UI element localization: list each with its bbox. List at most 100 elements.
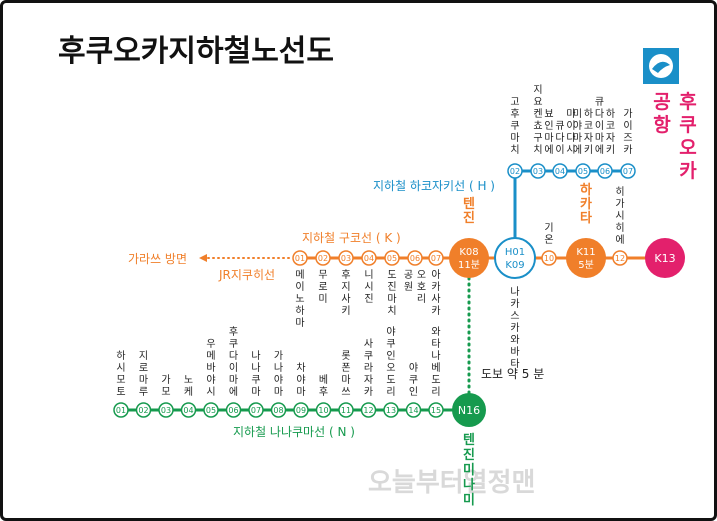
hakozaki-station-03[interactable]: 03 bbox=[530, 163, 546, 179]
nanakuma-station-14[interactable]: 14 bbox=[405, 402, 422, 418]
hakozaki-line-label: 지하철 하코자키선 ( H ) bbox=[373, 179, 495, 193]
station-code: 08 bbox=[273, 406, 283, 415]
airport-station[interactable]: K13 bbox=[645, 238, 685, 278]
karatsu-direction-label: 가라쓰 방면 bbox=[128, 252, 187, 266]
nanakuma-station-13[interactable]: 13 bbox=[383, 402, 399, 418]
station-code: 10 bbox=[544, 254, 554, 263]
nanakuma-station-12[interactable]: 12 bbox=[360, 402, 377, 418]
nanakuma-station-03[interactable]: 03 bbox=[158, 402, 174, 418]
watermark: 오늘부터열정맨 bbox=[368, 468, 535, 498]
nanakuma-station-01[interactable]: 01 bbox=[113, 402, 129, 418]
station-code: 11 bbox=[341, 406, 351, 415]
tenjin-minami-station[interactable]: N16 bbox=[452, 393, 486, 427]
hakata-code: K11 bbox=[576, 247, 595, 258]
station-code: 05 bbox=[206, 406, 216, 415]
station-code: 04 bbox=[364, 254, 374, 263]
tenjin-station[interactable]: K08 11분 bbox=[449, 238, 489, 278]
station-code: 05 bbox=[578, 167, 588, 176]
station-code: 01 bbox=[295, 254, 305, 263]
airport-logo bbox=[643, 48, 679, 84]
page-title: 후쿠오카지하철노선도 bbox=[58, 34, 334, 69]
hakata-time: 5분 bbox=[578, 259, 594, 271]
station-code: 07 bbox=[623, 167, 633, 176]
kuko-station-04[interactable]: 04 bbox=[361, 250, 377, 266]
hakozaki-station-05[interactable]: 05 bbox=[575, 163, 591, 179]
nanakuma-station-11[interactable]: 11 bbox=[338, 402, 354, 418]
station-code: 07 bbox=[251, 406, 261, 415]
nakasu-code-h: H01 bbox=[505, 247, 525, 258]
kuko-station-02[interactable]: 02 bbox=[315, 250, 331, 266]
station-code: 09 bbox=[296, 406, 306, 415]
hakozaki-station-06[interactable]: 06 bbox=[597, 163, 613, 179]
kuko-station-06[interactable]: 06 bbox=[407, 250, 423, 266]
station-code: 02 bbox=[138, 406, 148, 415]
station-code: 14 bbox=[408, 406, 418, 415]
station-code: 03 bbox=[341, 254, 351, 263]
nanakuma-station-09[interactable]: 09 bbox=[293, 402, 309, 418]
nanakuma-station-07[interactable]: 07 bbox=[248, 402, 264, 418]
station-code: 03 bbox=[161, 406, 171, 415]
nakasu-station[interactable]: H01 K09 bbox=[494, 237, 536, 279]
hakata-station[interactable]: K11 5분 bbox=[566, 238, 606, 278]
kuko-line-label: 지하철 구코선 ( K ) bbox=[302, 231, 401, 245]
station-code: 10 bbox=[318, 406, 328, 415]
hakozaki-station-02[interactable]: 02 bbox=[507, 163, 523, 179]
nanakuma-station-15[interactable]: 15 bbox=[428, 402, 444, 418]
station-code: 04 bbox=[555, 167, 565, 176]
plane-icon bbox=[652, 61, 670, 73]
station-code: 03 bbox=[533, 167, 543, 176]
hakozaki-station-07[interactable]: 07 bbox=[620, 163, 636, 179]
nanakuma-station-10[interactable]: 10 bbox=[315, 402, 332, 418]
tenjin-time: 11분 bbox=[458, 259, 480, 271]
station-code: 15 bbox=[431, 406, 441, 415]
nanakuma-station-06[interactable]: 06 bbox=[225, 402, 242, 418]
kuko-station-01[interactable]: 01 bbox=[292, 250, 308, 266]
nanakuma-station-05[interactable]: 05 bbox=[203, 402, 219, 418]
kuko-station-10[interactable]: 10 bbox=[541, 250, 557, 266]
kuko-station-05[interactable]: 05 bbox=[384, 250, 400, 266]
hakozaki-station-04[interactable]: 04 bbox=[552, 163, 568, 179]
nanakuma-station-04[interactable]: 04 bbox=[180, 402, 197, 418]
kuko-station-03[interactable]: 03 bbox=[338, 250, 354, 266]
nanakuma-station-02[interactable]: 02 bbox=[135, 402, 152, 418]
station-code: 13 bbox=[386, 406, 396, 415]
station-code: 06 bbox=[600, 167, 610, 176]
tenjin-minami-code: N16 bbox=[458, 404, 480, 417]
station-code: 06 bbox=[228, 406, 238, 415]
nakasu-code-k: K09 bbox=[505, 260, 524, 271]
station-code: 07 bbox=[431, 254, 441, 263]
nanakuma-station-08[interactable]: 08 bbox=[270, 402, 287, 418]
kuko-station-12[interactable]: 12 bbox=[612, 250, 628, 266]
kuko-station-07[interactable]: 07 bbox=[428, 250, 444, 266]
